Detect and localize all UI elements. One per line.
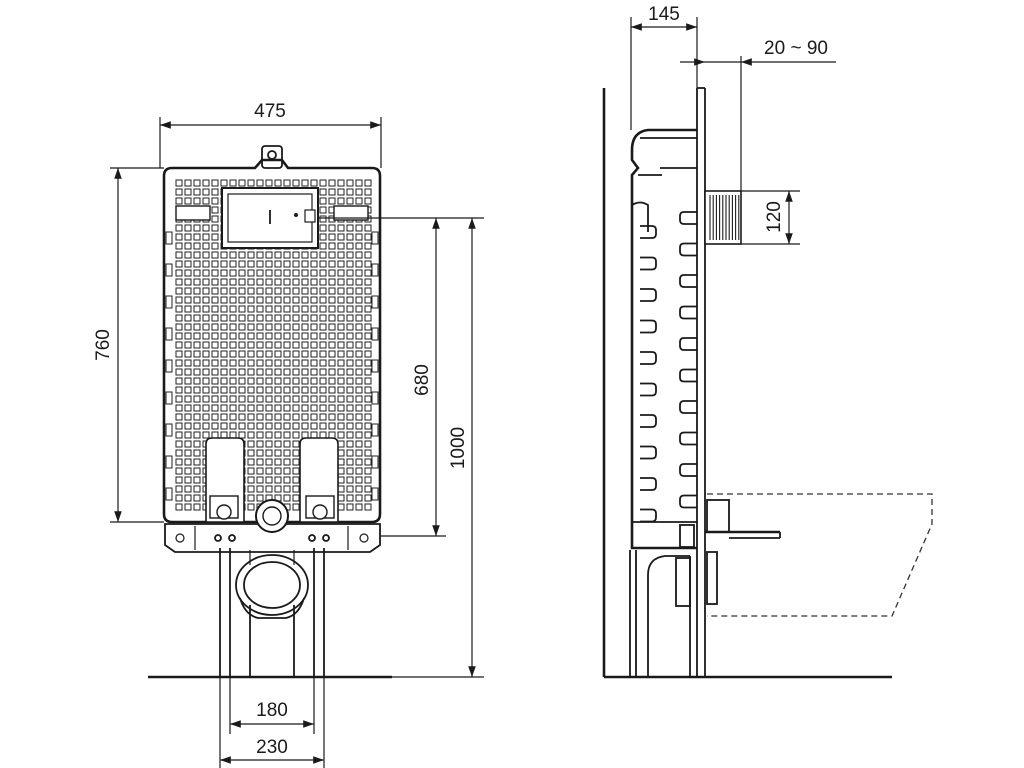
front-side-slots xyxy=(175,205,369,221)
front-cistern-body xyxy=(162,158,382,524)
side-extension-lines xyxy=(630,17,800,245)
side-front-panel xyxy=(696,87,706,677)
front-actuator-opening xyxy=(221,187,319,249)
dim-label-20-90: 20 ~ 90 xyxy=(764,38,828,59)
side-view: 145 20 ~ 90 120 xyxy=(602,4,933,679)
front-view: 475 760 680 1000 180 230 xyxy=(93,101,484,768)
dim-label-230: 230 xyxy=(256,737,288,758)
dim-label-180: 180 xyxy=(256,700,288,721)
side-frame-legs xyxy=(629,550,691,677)
dim-label-120: 120 xyxy=(764,201,785,233)
front-lower-windows xyxy=(205,437,339,533)
side-actuator-box xyxy=(704,190,742,245)
side-ribs xyxy=(640,211,697,523)
front-legs xyxy=(219,548,325,677)
dim-label-760: 760 xyxy=(93,329,114,361)
front-extension-lines xyxy=(110,117,484,768)
dim-label-680: 680 xyxy=(412,364,433,396)
dim-label-1000: 1000 xyxy=(448,427,469,469)
dim-label-145: 145 xyxy=(648,4,680,25)
side-wc-bolts xyxy=(705,499,781,605)
side-cistern-body xyxy=(630,128,697,550)
dim-label-475: 475 xyxy=(254,101,286,122)
front-top-hanger xyxy=(261,145,283,169)
side-wc-outline xyxy=(707,493,933,617)
front-base-bracket xyxy=(164,523,381,553)
front-drain-elbow xyxy=(235,550,309,619)
